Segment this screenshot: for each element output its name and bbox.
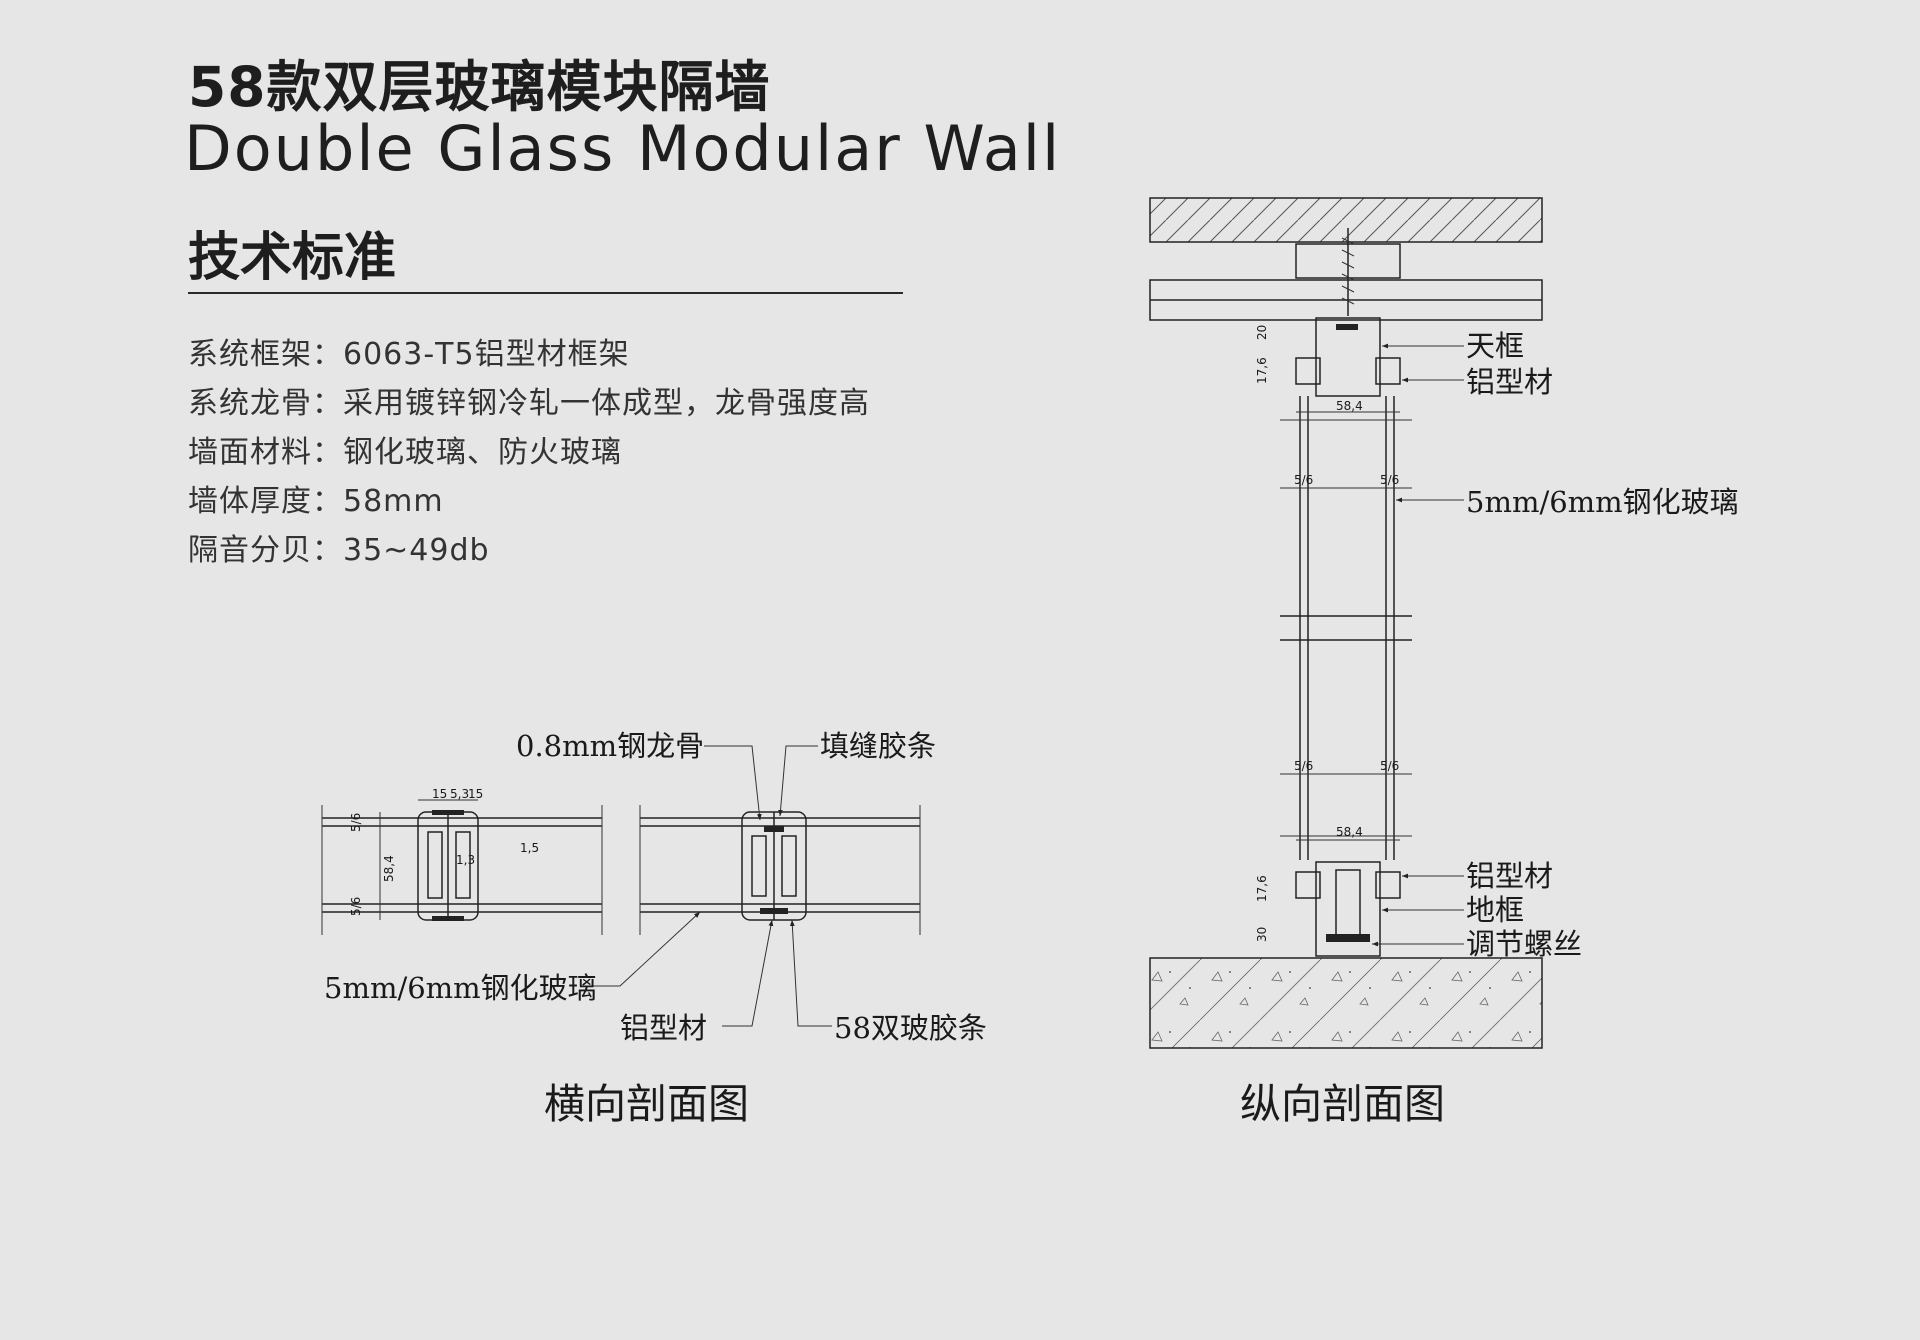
spec-value: 35~49db (343, 533, 490, 568)
spec-value: 6063-T5铝型材框架 (343, 337, 630, 372)
spec-label: 系统框架： (188, 337, 343, 372)
dim-top-176: 17,6 (1255, 357, 1269, 384)
spec-item: 系统框架：6063-T5铝型材框架 (188, 330, 870, 379)
floor-slab (1149, 957, 1543, 1049)
label-aluminum-top: 铝型材 (1466, 365, 1553, 399)
label-aluminum-h: 铝型材 (620, 1011, 707, 1045)
spec-value: 采用镀锌钢冷轧一体成型，龙骨强度高 (343, 386, 870, 421)
label-adjust-screw: 调节螺丝 (1466, 927, 1582, 961)
ceiling-slab (1149, 197, 1543, 243)
spec-label: 墙体厚度： (188, 484, 343, 519)
spec-label: 隔音分贝： (188, 533, 343, 568)
dim-top-mid: 5,3 (450, 787, 469, 801)
label-glass-v: 5mm/6mm钢化玻璃 (1466, 485, 1739, 519)
dim-bot-30: 30 (1255, 927, 1269, 942)
spec-item: 系统龙骨：采用镀锌钢冷轧一体成型，龙骨强度高 (188, 379, 870, 428)
glass-panel-right (639, 805, 921, 935)
dim-bot-176: 17,6 (1255, 875, 1269, 902)
dim-glass-upper: 5/6 (349, 813, 363, 832)
dim-width: 58,4 (382, 855, 396, 882)
section-heading: 技术标准 (188, 228, 397, 288)
top-frame-profile (1295, 317, 1401, 397)
aluminum-profile-right (741, 811, 807, 921)
glass-panel-left (321, 805, 603, 935)
horizontal-section-drawing: 15 5,3 15 5/6 5/6 58,4 1,5 1,3 0.8mm钢龙骨 … (321, 729, 987, 1128)
vertical-section-drawing: 58,4 58,4 5/6 5/6 5/6 5/6 20 17,6 17,6 3… (1149, 197, 1739, 1128)
dim-width-bottom: 58,4 (1336, 825, 1363, 839)
glass-vertical (1280, 396, 1412, 860)
dim-gap: 1,5 (520, 841, 539, 855)
spec-value: 钢化玻璃、防火玻璃 (343, 435, 622, 470)
aluminum-profile-left (417, 810, 479, 921)
caption-horizontal: 横向剖面图 (544, 1080, 749, 1128)
spec-value: 58mm (343, 484, 444, 519)
dim-glass-4: 5/6 (1380, 759, 1399, 773)
label-top-frame: 天框 (1466, 329, 1524, 363)
spec-label: 系统龙骨： (188, 386, 343, 421)
spec-list: 系统框架：6063-T5铝型材框架 系统龙骨：采用镀锌钢冷轧一体成型，龙骨强度高… (188, 330, 870, 575)
title-english: Double Glass Modular Wall (184, 112, 1062, 185)
title-chinese: 58款双层玻璃模块隔墙 (188, 55, 771, 119)
label-aluminum-bottom: 铝型材 (1466, 859, 1553, 893)
spec-item: 隔音分贝：35~49db (188, 526, 870, 575)
label-steel-keel: 0.8mm钢龙骨 (516, 729, 704, 763)
heading-divider (188, 292, 903, 294)
dim-glass-lower: 5/6 (349, 897, 363, 916)
dim-glass-2: 5/6 (1380, 473, 1399, 487)
floor-frame-profile (1295, 861, 1401, 957)
label-floor-frame: 地框 (1466, 893, 1524, 927)
dim-top-right: 15 (468, 787, 483, 801)
dim-inner: 1,3 (456, 853, 475, 867)
label-filler-strip: 填缝胶条 (820, 729, 936, 763)
caption-vertical: 纵向剖面图 (1240, 1080, 1445, 1128)
dim-width-top: 58,4 (1336, 399, 1363, 413)
spec-item: 墙面材料：钢化玻璃、防火玻璃 (188, 428, 870, 477)
dim-top-20: 20 (1255, 325, 1269, 340)
dim-glass-3: 5/6 (1294, 759, 1313, 773)
dim-glass-1: 5/6 (1294, 473, 1313, 487)
spec-item: 墙体厚度：58mm (188, 477, 870, 526)
dim-top-left: 15 (432, 787, 447, 801)
label-double-glass-strip: 58双玻胶条 (834, 1011, 987, 1045)
label-glass-h: 5mm/6mm钢化玻璃 (324, 971, 597, 1005)
spec-label: 墙面材料： (188, 435, 343, 470)
